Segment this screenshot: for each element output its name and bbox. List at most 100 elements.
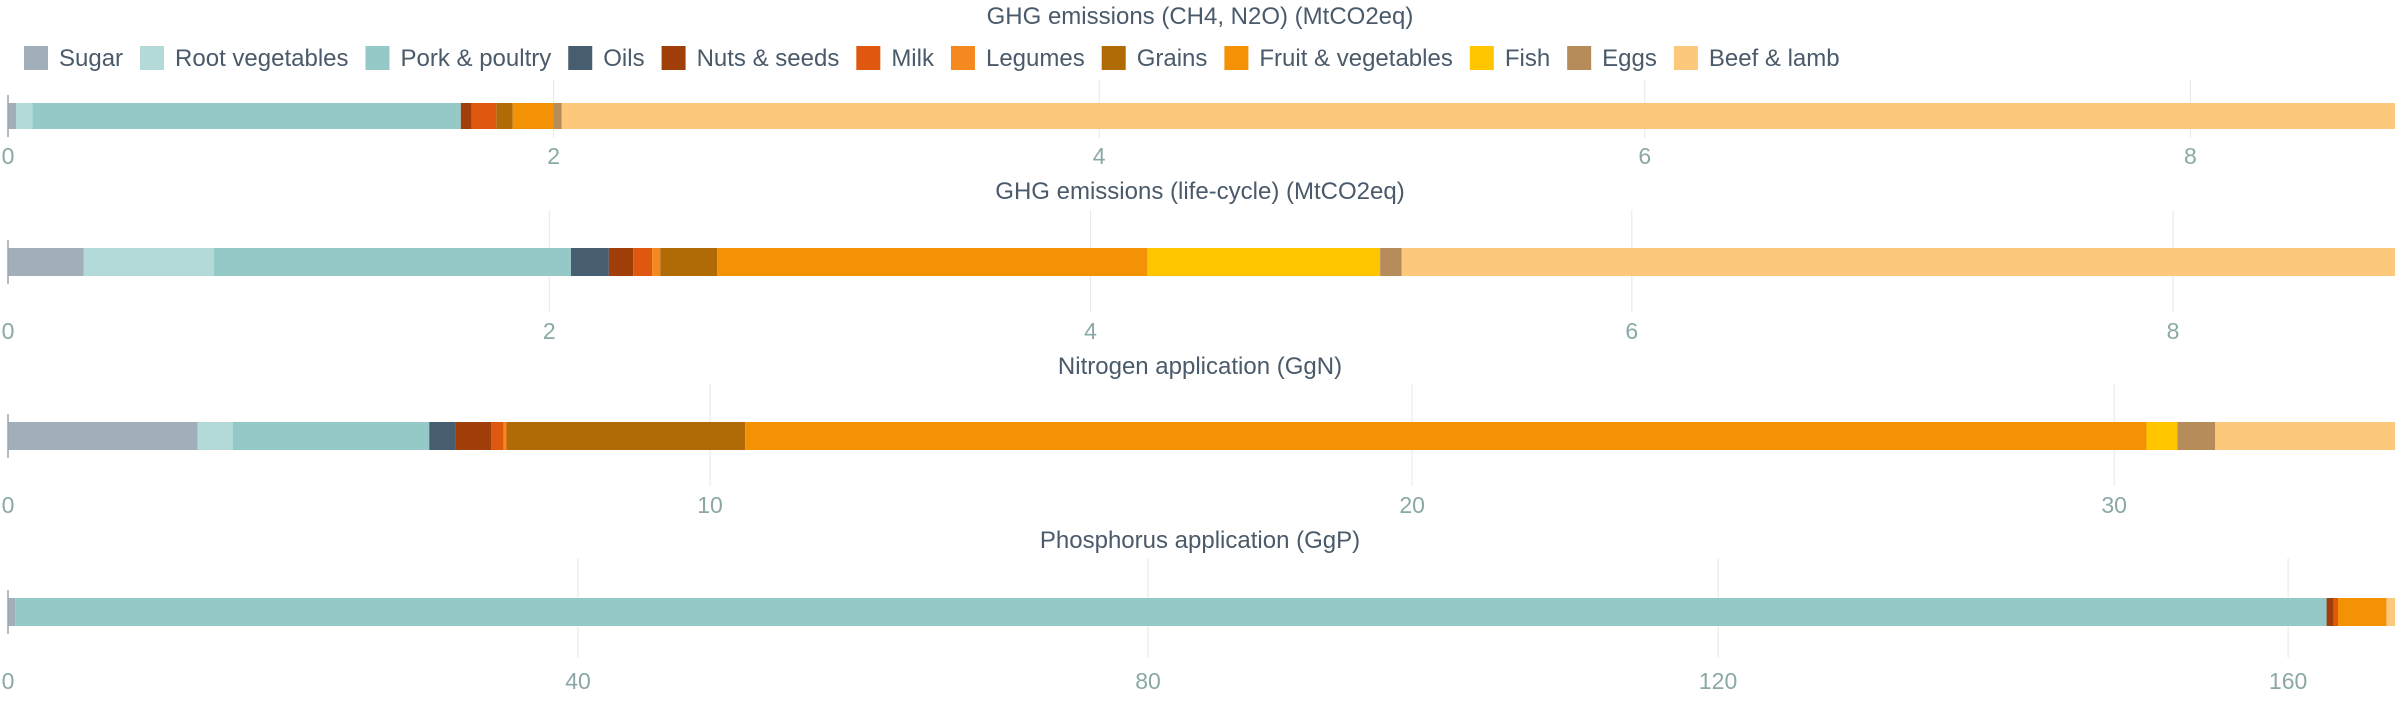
legend-item-beef-and-lamb[interactable]: Beef & lamb — [1673, 45, 1840, 72]
tick-label: 8 — [2167, 318, 2180, 344]
legend-swatch — [140, 46, 165, 70]
panel-title: Nitrogen application (GgN) — [1058, 353, 1342, 380]
legend-item-root-vegetables[interactable]: Root vegetables — [140, 45, 349, 72]
bar-segment-pork-and-poultry[interactable] — [15, 598, 2327, 626]
bar-segment-nuts-and-seeds[interactable] — [2326, 598, 2334, 626]
legend-label: Grains — [1137, 45, 1208, 72]
panel-title: GHG emissions (life-cycle) (MtCO2eq) — [995, 178, 1404, 205]
bar-segment-beef-and-lamb[interactable] — [2215, 422, 2395, 450]
legend-swatch — [1567, 46, 1592, 70]
bar-segment-fruit-and-vegetables[interactable] — [512, 103, 554, 129]
bar-segment-milk[interactable] — [471, 103, 497, 129]
bar-segment-root-vegetables[interactable] — [16, 103, 33, 129]
tick-label: 80 — [1135, 668, 1161, 694]
bar-segment-fruit-and-vegetables[interactable] — [745, 422, 2147, 450]
tick-label: 40 — [565, 668, 591, 694]
tick-label: 8 — [2184, 143, 2197, 169]
bar-segment-sugar[interactable] — [8, 422, 198, 450]
bar-segment-nuts-and-seeds[interactable] — [460, 103, 472, 129]
bar-segment-milk[interactable] — [633, 248, 653, 276]
bar-segment-eggs[interactable] — [1380, 248, 1402, 276]
legend-item-legumes[interactable]: Legumes — [950, 45, 1085, 72]
tick-label: 2 — [547, 143, 560, 169]
bar-segment-milk[interactable] — [2333, 598, 2338, 626]
bar-segment-beef-and-lamb[interactable] — [561, 103, 2396, 129]
legend-item-nuts-and-seeds[interactable]: Nuts & seeds — [661, 45, 840, 72]
bar-segment-sugar[interactable] — [8, 598, 16, 626]
tick-label: 20 — [1399, 492, 1425, 518]
bar-segment-grains[interactable] — [506, 422, 746, 450]
legend-label: Eggs — [1602, 45, 1657, 72]
legend-label: Sugar — [59, 45, 123, 72]
panel-title: Phosphorus application (GgP) — [1040, 527, 1360, 554]
legend-swatch — [661, 46, 686, 70]
tick-label: 2 — [543, 318, 556, 344]
legend-swatch — [950, 46, 975, 70]
legend-item-milk[interactable]: Milk — [856, 45, 935, 72]
bar-segment-sugar[interactable] — [8, 103, 17, 129]
bar-segment-eggs[interactable] — [553, 103, 562, 129]
bar-segment-beef-and-lamb[interactable] — [1401, 248, 2395, 276]
bar-segment-milk[interactable] — [491, 422, 504, 450]
bar-segment-fruit-and-vegetables[interactable] — [717, 248, 1148, 276]
bar-segment-nuts-and-seeds[interactable] — [608, 248, 634, 276]
tick-label: 10 — [697, 492, 723, 518]
legend-swatch — [856, 46, 881, 70]
legend-label: Beef & lamb — [1709, 45, 1840, 72]
tick-label: 4 — [1084, 318, 1097, 344]
bar-segment-beef-and-lamb[interactable] — [2386, 598, 2395, 626]
tick-label: 0 — [2, 492, 15, 518]
tick-label: 4 — [1093, 143, 1106, 169]
legend-swatch — [1224, 46, 1249, 70]
bar-segment-grains[interactable] — [660, 248, 718, 276]
bar-segment-nuts-and-seeds[interactable] — [455, 422, 492, 450]
bar-segment-root-vegetables[interactable] — [83, 248, 214, 276]
legend-label: Legumes — [986, 45, 1085, 72]
bar-segment-fish[interactable] — [2146, 422, 2178, 450]
legend-label: Fruit & vegetables — [1259, 45, 1452, 72]
legend-swatch — [1673, 46, 1698, 70]
panel-ghg-emissions-ch4-n2o-mtco2eq: GHG emissions (CH4, N2O) (MtCO2eq) 0 2 4 6 8 — [2, 3, 2396, 169]
bar-segment-legumes[interactable] — [503, 422, 507, 450]
legend-swatch — [1469, 46, 1494, 70]
tick-label: 0 — [2, 318, 15, 344]
bar-segment-fish[interactable] — [1147, 248, 1381, 276]
tick-label: 6 — [1638, 143, 1651, 169]
tick-label: 0 — [2, 143, 15, 169]
legend-label: Fish — [1505, 45, 1550, 72]
legend-item-oils[interactable]: Oils — [568, 45, 645, 72]
tick-label: 120 — [1699, 668, 1737, 694]
legend-item-sugar[interactable]: Sugar — [24, 45, 123, 72]
legend-label: Nuts & seeds — [697, 45, 840, 72]
legend-item-fruit-and-vegetables[interactable]: Fruit & vegetables — [1224, 45, 1453, 72]
tick-label: 160 — [2269, 668, 2307, 694]
bar-segment-grains[interactable] — [496, 103, 513, 129]
legend-item-pork-and-poultry[interactable]: Pork & poultry — [365, 45, 552, 72]
legend-swatch — [568, 46, 593, 70]
legend-label: Oils — [603, 45, 644, 72]
legend-label: Root vegetables — [175, 45, 348, 72]
legend-item-fish[interactable]: Fish — [1469, 45, 1550, 72]
bar-segment-fruit-and-vegetables[interactable] — [2337, 598, 2387, 626]
panel-title: GHG emissions (CH4, N2O) (MtCO2eq) — [987, 3, 1414, 30]
legend-swatch — [1101, 46, 1126, 70]
bar-segment-oils[interactable] — [570, 248, 609, 276]
bar-segment-legumes[interactable] — [652, 248, 661, 276]
bar-segment-sugar[interactable] — [8, 248, 84, 276]
bar-segment-pork-and-poultry[interactable] — [232, 422, 430, 450]
legend-item-grains[interactable]: Grains — [1101, 45, 1208, 72]
bar-segment-oils[interactable] — [429, 422, 456, 450]
bar-segment-root-vegetables[interactable] — [197, 422, 233, 450]
legend-swatch — [24, 46, 48, 70]
legend-label: Milk — [891, 45, 935, 72]
legend-swatch — [365, 46, 390, 70]
legend-item-eggs[interactable]: Eggs — [1567, 45, 1657, 72]
bar-segment-pork-and-poultry[interactable] — [32, 103, 461, 129]
bar-segment-eggs[interactable] — [2177, 422, 2216, 450]
bar-segment-pork-and-poultry[interactable] — [213, 248, 571, 276]
